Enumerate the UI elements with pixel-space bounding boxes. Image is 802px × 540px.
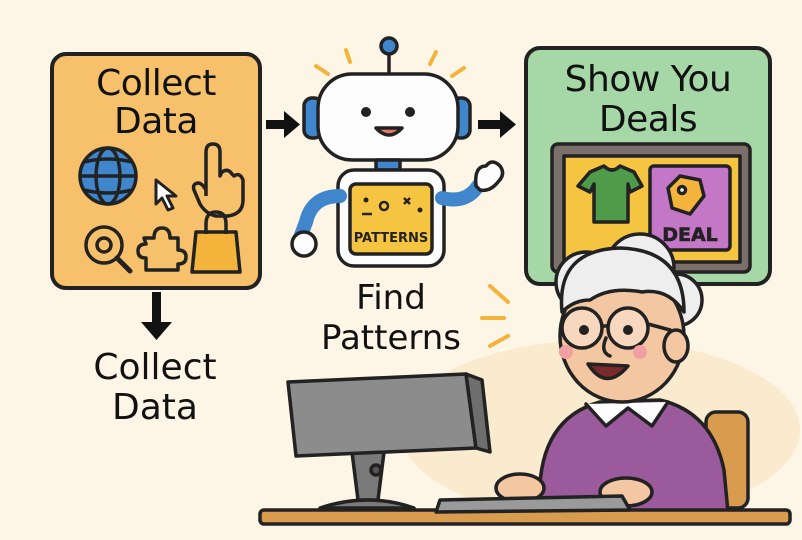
hand-pointer-icon bbox=[191, 142, 245, 218]
arrow-collect-to-robot bbox=[266, 111, 300, 138]
collect-data-caption-line1: Collect bbox=[93, 347, 217, 388]
find-patterns-caption-line2: Patterns bbox=[320, 318, 462, 358]
price-tag-icon bbox=[666, 174, 706, 216]
deals-box-title-line1: Show You bbox=[564, 59, 732, 100]
collect-box-title-line2: Data bbox=[114, 101, 198, 142]
collect-box-title-line1: Collect bbox=[96, 63, 216, 104]
deal-tag-text: DEAL bbox=[662, 224, 718, 246]
deals-box-title-line2: Deals bbox=[598, 99, 698, 140]
magnifier-icon bbox=[84, 225, 133, 274]
tshirt-icon bbox=[576, 164, 644, 224]
collect-data-caption-line2: Data bbox=[112, 387, 198, 428]
robot-screen-text: PATTERNS bbox=[354, 231, 429, 246]
puzzle-icon bbox=[136, 226, 188, 272]
grandmother-illustration bbox=[480, 232, 750, 514]
cursor-icon bbox=[154, 178, 178, 212]
shopping-bag-icon bbox=[190, 210, 242, 274]
globe-icon bbox=[78, 146, 138, 206]
arrow-robot-to-deals bbox=[478, 111, 516, 138]
arrow-down-collect bbox=[141, 292, 172, 340]
find-patterns-caption-line1: Find bbox=[356, 278, 426, 318]
desktop-computer bbox=[258, 372, 792, 526]
robot-illustration bbox=[290, 36, 505, 268]
